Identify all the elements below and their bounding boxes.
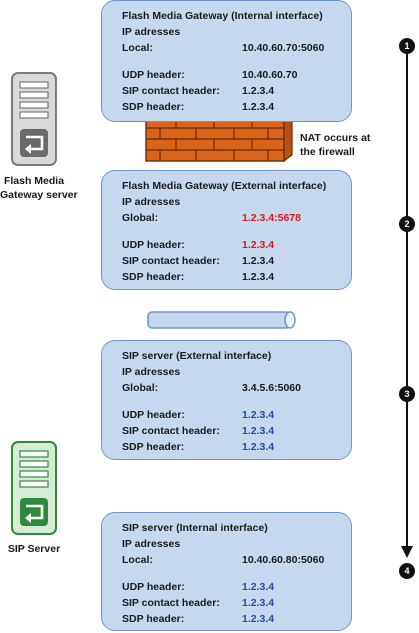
header-label: SDP header: bbox=[122, 271, 185, 283]
header-row-sdp: SDP header: 1.2.3.4 bbox=[122, 441, 274, 453]
fmg-label-line-2: Gateway server bbox=[0, 189, 78, 201]
panel-fmg-internal: Flash Media Gateway (Internal interface)… bbox=[101, 0, 352, 122]
header-row-udp: UDP header: 1.2.3.4 bbox=[122, 239, 274, 251]
step-marker-1: 1 bbox=[399, 38, 415, 54]
header-value: 1.2.3.4 bbox=[242, 239, 275, 251]
header-value: 1.2.3.4 bbox=[242, 85, 275, 97]
header-label: SIP contact header: bbox=[122, 85, 220, 97]
address-value: 10.40.60.80:5060 bbox=[242, 554, 325, 566]
header-label: UDP header: bbox=[122, 69, 185, 81]
header-value: 1.2.3.4 bbox=[242, 581, 275, 593]
header-row-udp: UDP header: 1.2.3.4 bbox=[122, 409, 274, 421]
panel-title: SIP server (Internal interface) bbox=[122, 522, 268, 534]
header-label: SDP header: bbox=[122, 101, 185, 113]
sip-server-label: SIP Server bbox=[7, 543, 61, 555]
panel-subtitle: IP adresses bbox=[122, 26, 181, 38]
address-value: 1.2.3.4:5678 bbox=[242, 212, 301, 224]
header-label: SDP header: bbox=[122, 613, 185, 625]
header-value: 1.2.3.4 bbox=[242, 255, 275, 267]
pipe-connector bbox=[147, 311, 296, 329]
nat-note-line-1: NAT occurs at bbox=[300, 132, 371, 144]
header-row-sip-contact: SIP contact header: 1.2.3.4 bbox=[122, 85, 274, 97]
header-row-sdp: SDP header: 1.2.3.4 bbox=[122, 271, 274, 283]
panel-sip-external: SIP server (External interface) IP adres… bbox=[101, 340, 352, 460]
header-row-sdp: SDP header: 1.2.3.4 bbox=[122, 613, 274, 625]
header-value: 1.2.3.4 bbox=[242, 597, 275, 609]
address-row: Global: 1.2.3.4:5678 bbox=[122, 212, 301, 224]
panel-fmg-external: Flash Media Gateway (External interface)… bbox=[101, 170, 352, 290]
header-value: 1.2.3.4 bbox=[242, 409, 275, 421]
header-value: 1.2.3.4 bbox=[242, 271, 275, 283]
address-value: 3.4.5.6:5060 bbox=[242, 382, 301, 394]
sip-server-icon bbox=[11, 441, 57, 535]
header-value: 1.2.3.4 bbox=[242, 101, 275, 113]
header-row-sip-contact: SIP contact header: 1.2.3.4 bbox=[122, 425, 274, 437]
header-label: SIP contact header: bbox=[122, 597, 220, 609]
address-row: Global: 3.4.5.6:5060 bbox=[122, 382, 301, 394]
address-label: Local: bbox=[122, 42, 153, 54]
fmg-server-icon bbox=[11, 72, 57, 166]
panel-sip-internal: SIP server (Internal interface) IP adres… bbox=[101, 512, 352, 631]
panel-subtitle: IP adresses bbox=[122, 538, 181, 550]
header-label: UDP header: bbox=[122, 239, 185, 251]
address-row: Local: 10.40.60.70:5060 bbox=[122, 42, 324, 54]
panel-title: Flash Media Gateway (Internal interface) bbox=[122, 10, 323, 22]
header-label: UDP header: bbox=[122, 409, 185, 421]
nat-note: NAT occurs at the firewall bbox=[300, 131, 370, 159]
panel-title: SIP server (External interface) bbox=[122, 350, 272, 362]
panel-subtitle: IP adresses bbox=[122, 366, 181, 378]
header-row-sip-contact: SIP contact header: 1.2.3.4 bbox=[122, 597, 274, 609]
header-value: 1.2.3.4 bbox=[242, 613, 275, 625]
header-value: 1.2.3.4 bbox=[242, 425, 275, 437]
header-row-sdp: SDP header: 1.2.3.4 bbox=[122, 101, 274, 113]
address-label: Local: bbox=[122, 554, 153, 566]
panel-subtitle: IP adresses bbox=[122, 196, 181, 208]
step-marker-2: 2 bbox=[399, 216, 415, 232]
header-row-udp: UDP header: 10.40.60.70 bbox=[122, 69, 297, 81]
timeline-arrow bbox=[401, 54, 413, 558]
nat-note-line-2: the firewall bbox=[300, 146, 355, 158]
header-row-sip-contact: SIP contact header: 1.2.3.4 bbox=[122, 255, 274, 267]
step-marker-3: 3 bbox=[399, 386, 415, 402]
fmg-server-label: Flash Media Gateway server bbox=[0, 174, 78, 202]
header-value: 1.2.3.4 bbox=[242, 441, 275, 453]
header-label: SIP contact header: bbox=[122, 255, 220, 267]
step-marker-4: 4 bbox=[399, 563, 415, 579]
header-label: UDP header: bbox=[122, 581, 185, 593]
fmg-label-line-1: Flash Media bbox=[3, 175, 65, 187]
address-value: 10.40.60.70:5060 bbox=[242, 42, 325, 54]
address-label: Global: bbox=[122, 212, 159, 224]
address-row: Local: 10.40.60.80:5060 bbox=[122, 554, 324, 566]
header-row-udp: UDP header: 1.2.3.4 bbox=[122, 581, 274, 593]
panel-title: Flash Media Gateway (External interface) bbox=[122, 180, 327, 192]
address-label: Global: bbox=[122, 382, 159, 394]
header-value: 10.40.60.70 bbox=[242, 69, 298, 81]
header-label: SDP header: bbox=[122, 441, 185, 453]
header-label: SIP contact header: bbox=[122, 425, 220, 437]
